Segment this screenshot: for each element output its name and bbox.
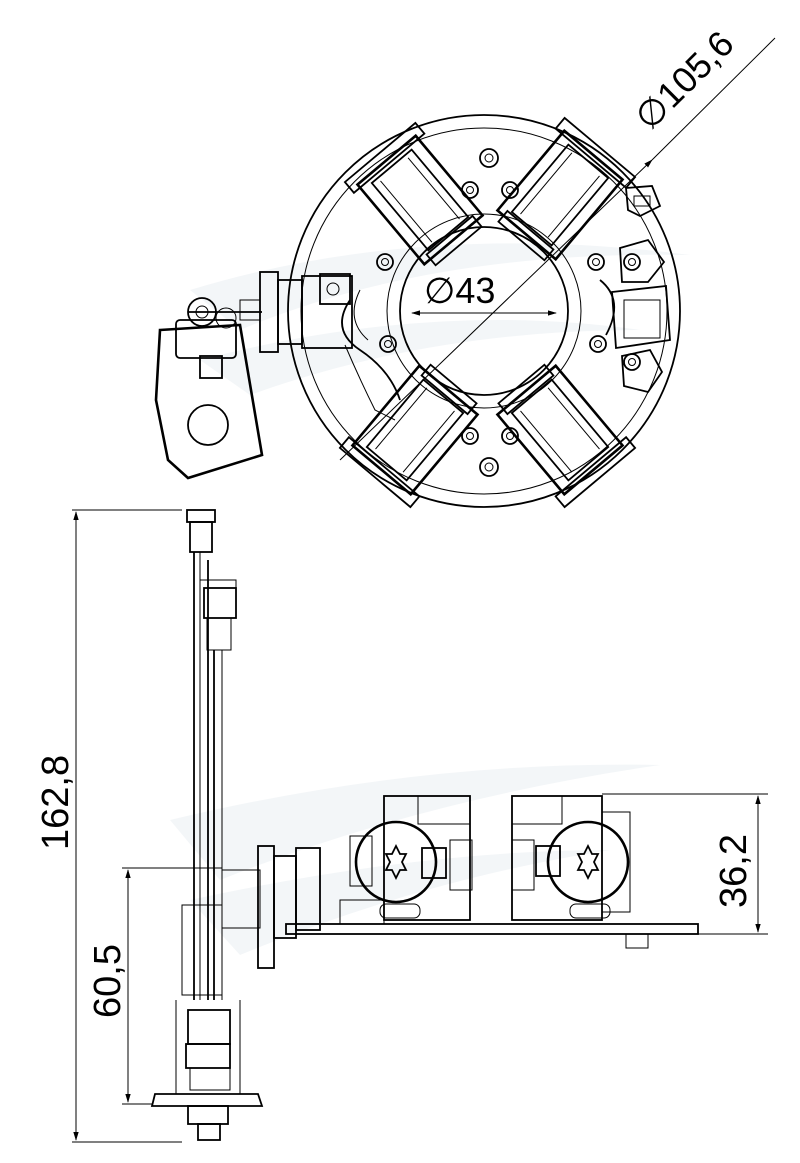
brush-holder-bottom-right <box>495 363 637 509</box>
brush-box-right <box>511 795 631 921</box>
cable-lug <box>154 297 264 480</box>
dim-outer-diameter-label: ∅105,6 <box>627 23 742 138</box>
vertical-cable <box>150 509 264 1141</box>
watermark <box>170 243 690 955</box>
mounting-holes <box>376 148 641 477</box>
brush-holder-bottom-left <box>338 363 480 509</box>
inner-bore <box>399 226 569 396</box>
right-terminal <box>611 185 671 394</box>
left-connector <box>188 271 353 353</box>
brush-holder-top-right <box>495 116 637 262</box>
dim-body-height: 36,2 <box>602 793 768 935</box>
dim-total-height-label: 162,8 <box>35 755 77 850</box>
dim-lower-height: 60,5 <box>87 867 222 1105</box>
side-view: 162,8 60,5 36,2 <box>35 509 768 1143</box>
dim-inner-diameter: ∅43 <box>411 270 557 316</box>
base-plate <box>285 923 699 935</box>
dim-total-height: 162,8 <box>35 509 182 1143</box>
commutator-left <box>354 820 438 904</box>
dim-inner-diameter-label: ∅43 <box>424 270 495 311</box>
outer-ring <box>287 114 681 508</box>
dim-lower-height-label: 60,5 <box>87 944 129 1018</box>
brush-holder-top-left <box>343 121 485 267</box>
dim-body-height-label: 36,2 <box>713 834 755 908</box>
commutator-right <box>546 820 630 904</box>
flange <box>221 845 321 969</box>
brush-box-left <box>339 795 473 925</box>
